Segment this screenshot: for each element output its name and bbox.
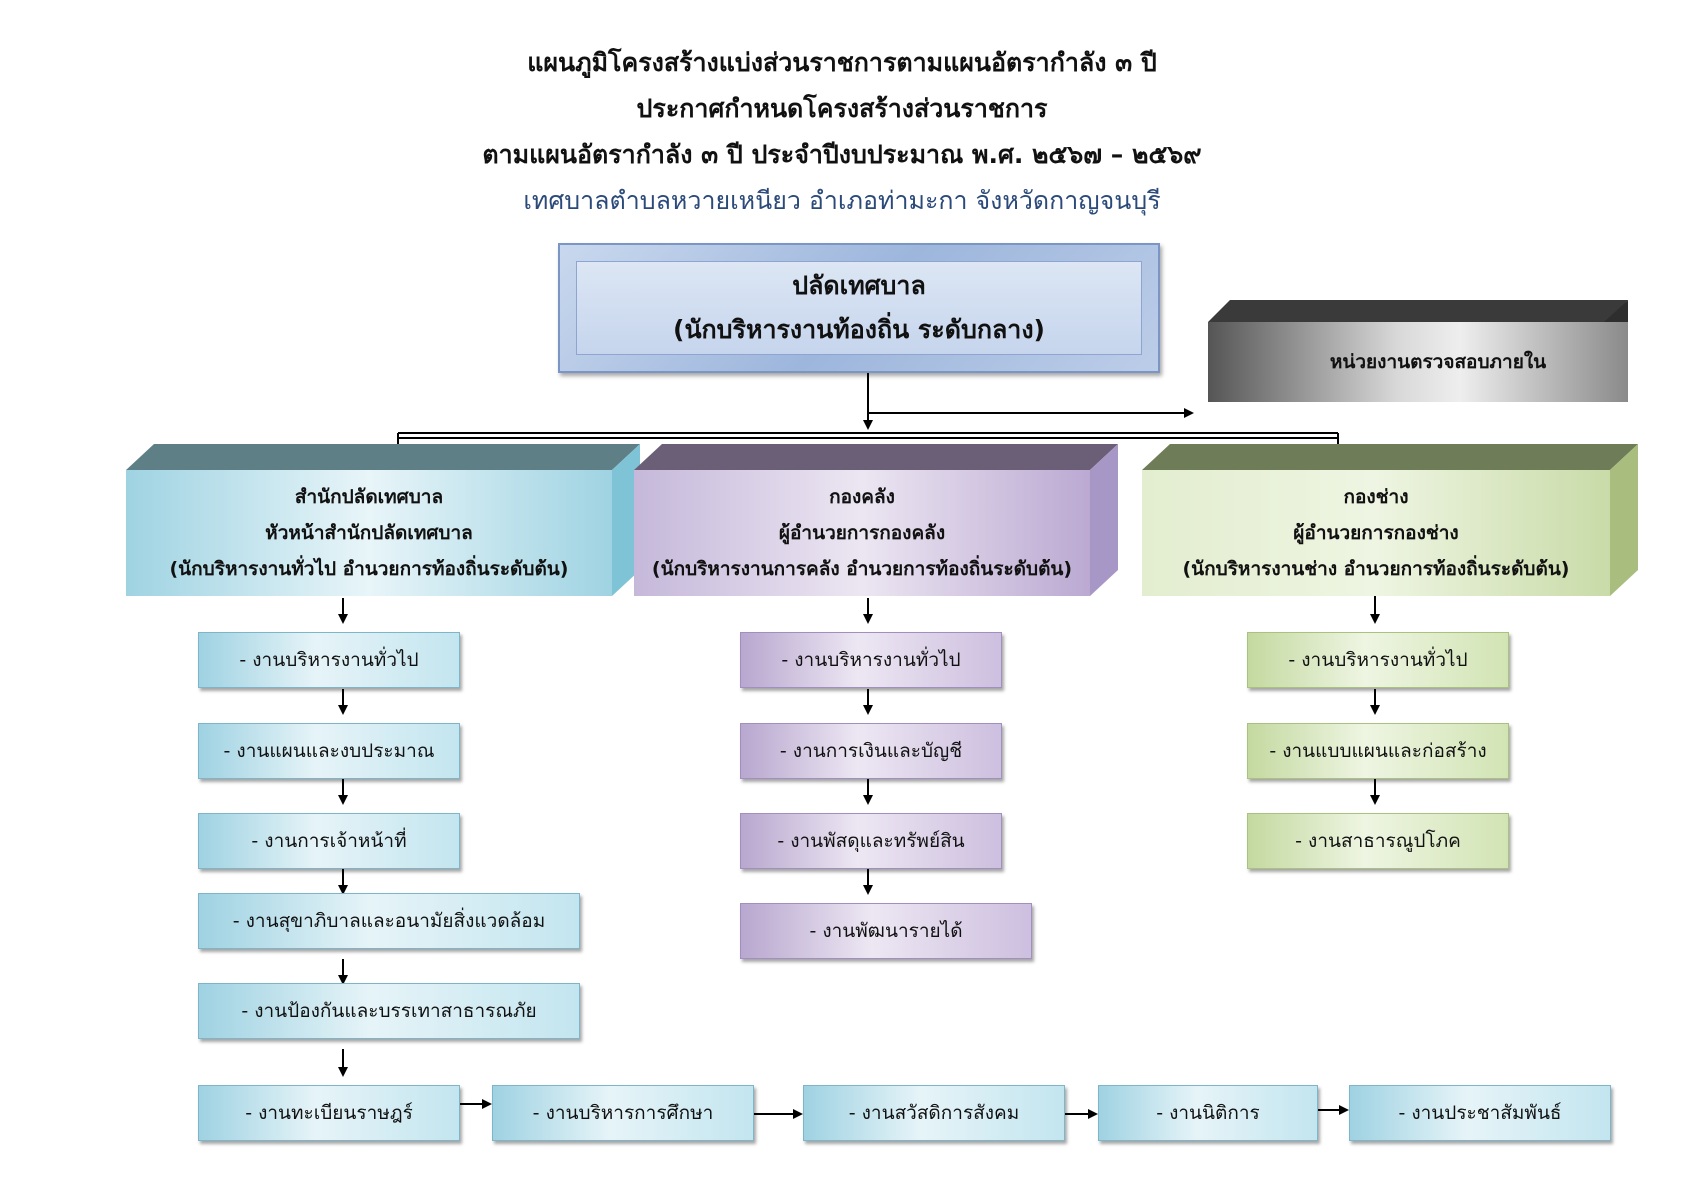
engineering-task-item: - งานสาธารณูปโภค	[1247, 813, 1509, 869]
division-finance-box: กองคลัง ผู้อำนวยการกองคลัง (นักบริหารงาน…	[634, 444, 1118, 596]
office-task-item: - งานทะเบียนราษฎร์	[198, 1085, 460, 1141]
internal-audit-box: หน่วยงานตรวจสอบภายใน	[1208, 300, 1628, 412]
office-task-item: - งานการเจ้าหน้าที่	[198, 813, 460, 869]
division-office-head: หัวหน้าสำนักปลัดเทศบาล	[265, 522, 473, 544]
municipal-clerk-title: ปลัดเทศบาล	[792, 271, 926, 300]
office-task-item: - งานป้องกันและบรรเทาสาธารณภัย	[198, 983, 580, 1039]
division-office-box: สำนักปลัดเทศบาล หัวหน้าสำนักปลัดเทศบาล (…	[126, 444, 640, 596]
municipal-clerk-box: ปลัดเทศบาล (นักบริหารงานท้องถิ่น ระดับกล…	[558, 243, 1160, 373]
finance-task-item: - งานบริหารงานทั่วไป	[740, 632, 1002, 688]
division-finance-side	[1090, 444, 1118, 596]
engineering-task-item: - งานแบบแผนและก่อสร้าง	[1247, 723, 1509, 779]
division-finance-top	[634, 444, 1118, 470]
engineering-task-item: - งานบริหารงานทั่วไป	[1247, 632, 1509, 688]
division-finance-head: ผู้อำนวยการกองคลัง	[778, 522, 946, 544]
division-office-name: สำนักปลัดเทศบาล	[294, 486, 444, 508]
division-engineering-face: กองช่าง ผู้อำนวยการกองช่าง (นักบริหารงาน…	[1142, 470, 1610, 596]
finance-task-item: - งานพัสดุและทรัพย์สิน	[740, 813, 1002, 869]
audit-label: หน่วยงานตรวจสอบภายใน	[1329, 351, 1547, 373]
office-task-item: - งานสวัสดิการสังคม	[803, 1085, 1065, 1141]
chart-titles: แผนภูมิโครงสร้างแบ่งส่วนราชการตามแผนอัตร…	[0, 40, 1684, 224]
division-finance-name: กองคลัง	[829, 486, 895, 508]
division-office-face: สำนักปลัดเทศบาล หัวหน้าสำนักปลัดเทศบาล (…	[126, 470, 612, 596]
office-task-item: - งานประชาสัมพันธ์	[1349, 1085, 1611, 1141]
division-engineering-side	[1610, 444, 1638, 596]
office-task-item: - งานบริหารงานทั่วไป	[198, 632, 460, 688]
division-engineering-box: กองช่าง ผู้อำนวยการกองช่าง (นักบริหารงาน…	[1142, 444, 1638, 596]
division-engineering-name: กองช่าง	[1343, 486, 1409, 508]
title-line-1: แผนภูมิโครงสร้างแบ่งส่วนราชการตามแผนอัตร…	[527, 48, 1157, 77]
division-engineering-top	[1142, 444, 1638, 470]
office-task-item: - งานแผนและงบประมาณ	[198, 723, 460, 779]
title-line-3: ตามแผนอัตรากำลัง ๓ ปี ประจำปีงบประมาณ พ.…	[482, 140, 1202, 169]
office-task-item: - งานบริหารการศึกษา	[492, 1085, 754, 1141]
division-finance-level: (นักบริหารงานการคลัง อำนวยการท้องถิ่นระด…	[651, 558, 1073, 580]
audit-top-face	[1208, 300, 1628, 322]
division-engineering-level: (นักบริหารงานช่าง อำนวยการท้องถิ่นระดับต…	[1182, 558, 1570, 580]
finance-task-item: - งานพัฒนารายได้	[740, 903, 1032, 959]
audit-front-face: หน่วยงานตรวจสอบภายใน	[1208, 322, 1628, 402]
division-engineering-head: ผู้อำนวยการกองช่าง	[1293, 522, 1459, 544]
title-line-2: ประกาศกำหนดโครงสร้างส่วนราชการ	[636, 94, 1048, 123]
title-line-4: เทศบาลตำบลหวายเหนียว อำเภอท่ามะกา จังหวั…	[523, 186, 1161, 215]
division-finance-face: กองคลัง ผู้อำนวยการกองคลัง (นักบริหารงาน…	[634, 470, 1090, 596]
office-task-item: - งานสุขาภิบาลและอนามัยสิ่งแวดล้อม	[198, 893, 580, 949]
finance-task-item: - งานการเงินและบัญชี	[740, 723, 1002, 779]
division-office-top	[126, 444, 640, 470]
office-task-item: - งานนิติการ	[1098, 1085, 1318, 1141]
municipal-clerk-level: (นักบริหารงานท้องถิ่น ระดับกลาง)	[673, 315, 1045, 344]
municipal-clerk-inner: ปลัดเทศบาล (นักบริหารงานท้องถิ่น ระดับกล…	[576, 261, 1142, 355]
division-office-level: (นักบริหารงานทั่วไป อำนวยการท้องถิ่นระดั…	[169, 558, 569, 580]
